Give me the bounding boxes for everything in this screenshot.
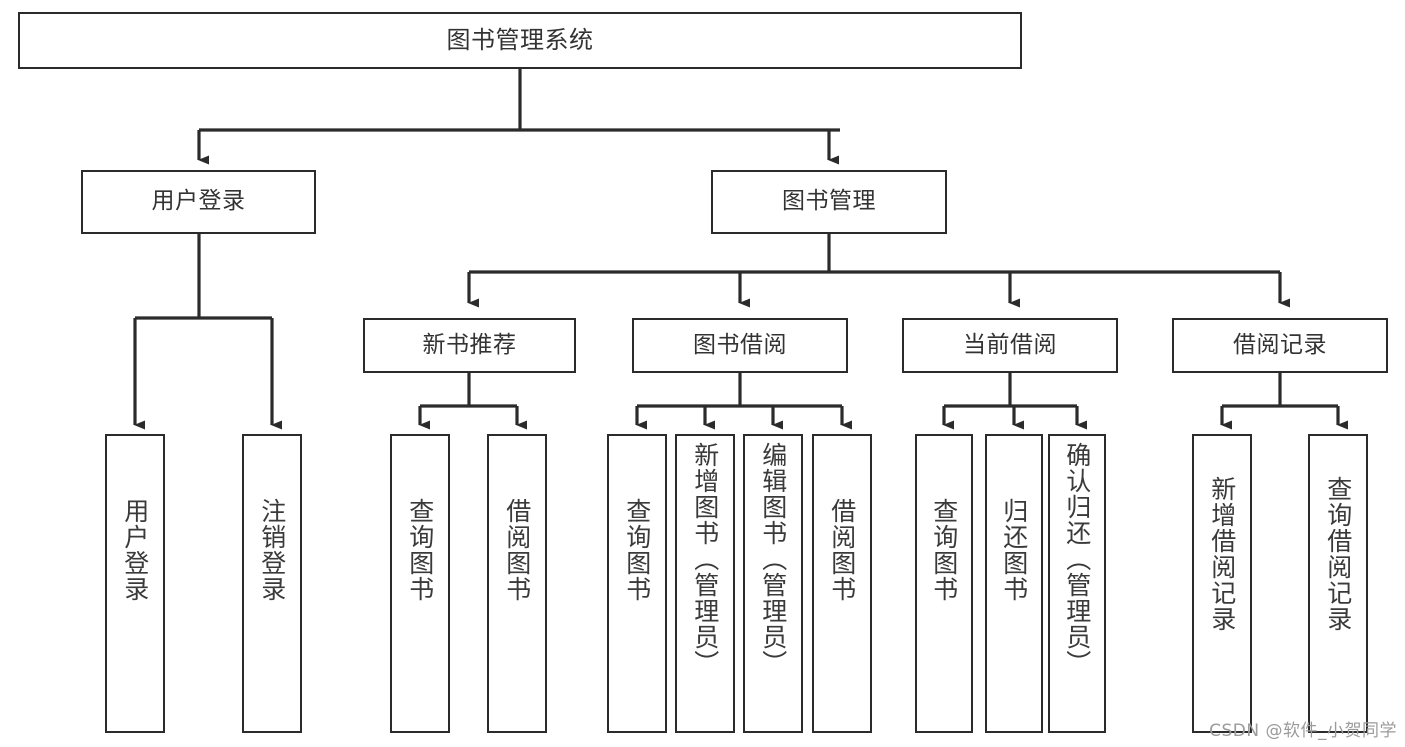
- leaf-borrow-book-2[interactable]: 借阅图书: [812, 434, 872, 733]
- node-book-management[interactable]: 图书管理: [711, 170, 947, 234]
- node-label: 确认归还（管理员）: [1062, 442, 1092, 676]
- leaf-return-book[interactable]: 归还图书: [985, 434, 1043, 733]
- node-label: 注销登录: [257, 498, 287, 602]
- node-label: 图书借阅: [693, 331, 787, 358]
- node-label: 查询图书: [405, 498, 435, 602]
- node-label: 借阅图书: [827, 498, 857, 602]
- node-label: 借阅图书: [502, 498, 532, 602]
- leaf-query-book-2[interactable]: 查询图书: [607, 434, 667, 733]
- node-label: 查询图书: [622, 498, 652, 602]
- node-label: 新增借阅记录: [1207, 476, 1237, 632]
- node-label: 查询图书: [929, 498, 959, 602]
- node-label: 新书推荐: [422, 331, 517, 358]
- node-label: 用户登录: [151, 188, 246, 215]
- node-label: 编辑图书（管理员）: [758, 442, 788, 676]
- watermark-text: CSDN @软件_小贺同学: [1209, 721, 1397, 741]
- node-label: 查询借阅记录: [1323, 476, 1353, 632]
- leaf-query-book-3[interactable]: 查询图书: [915, 434, 973, 733]
- leaf-query-book-1[interactable]: 查询图书: [390, 434, 450, 733]
- node-label: 归还图书: [999, 498, 1029, 602]
- leaf-confirm-return-admin[interactable]: 确认归还（管理员）: [1048, 434, 1106, 733]
- leaf-user-logout[interactable]: 注销登录: [242, 434, 302, 733]
- leaf-user-login[interactable]: 用户登录: [105, 434, 165, 733]
- node-label: 借阅记录: [1233, 331, 1327, 358]
- node-current-borrow[interactable]: 当前借阅: [902, 318, 1118, 373]
- node-book-borrow[interactable]: 图书借阅: [632, 318, 848, 373]
- node-borrow-record[interactable]: 借阅记录: [1172, 318, 1388, 373]
- leaf-add-book-admin[interactable]: 新增图书（管理员）: [675, 434, 735, 733]
- node-label: 用户登录: [120, 498, 150, 602]
- leaf-borrow-book-1[interactable]: 借阅图书: [487, 434, 547, 733]
- node-label: 当前借阅: [963, 331, 1057, 358]
- node-user-login[interactable]: 用户登录: [81, 170, 316, 234]
- leaf-add-borrow-record[interactable]: 新增借阅记录: [1192, 434, 1252, 733]
- node-label: 图书管理系统: [446, 26, 594, 55]
- node-root-book-management-system[interactable]: 图书管理系统: [18, 12, 1022, 69]
- node-label: 新增图书（管理员）: [690, 442, 720, 676]
- node-label: 图书管理: [782, 188, 876, 215]
- node-new-book-recommendation[interactable]: 新书推荐: [363, 318, 576, 373]
- leaf-edit-book-admin[interactable]: 编辑图书（管理员）: [743, 434, 803, 733]
- leaf-query-borrow-record[interactable]: 查询借阅记录: [1308, 434, 1368, 733]
